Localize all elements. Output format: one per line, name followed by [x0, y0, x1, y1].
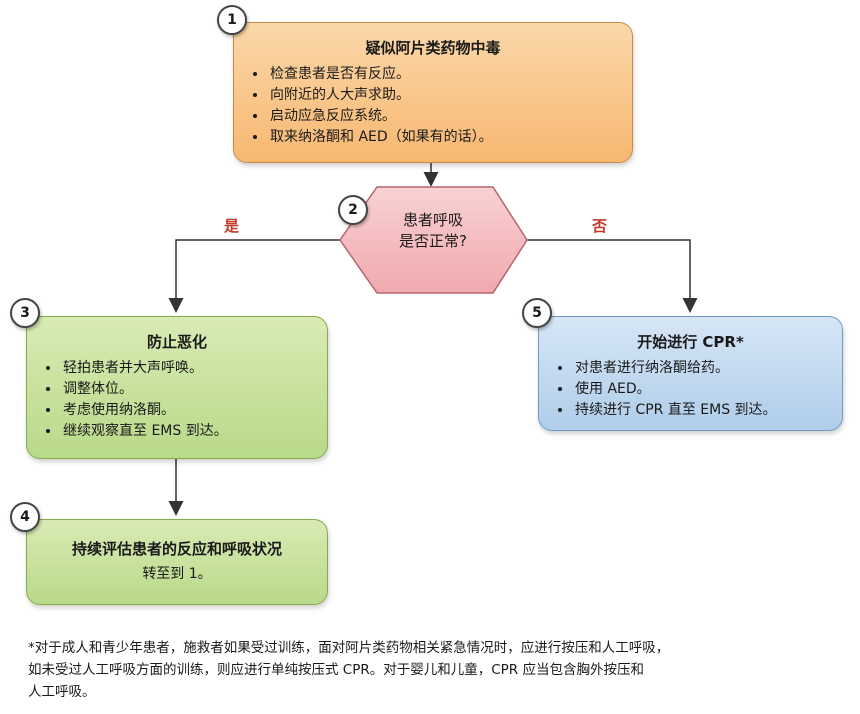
- step-3-list: 轻拍患者并大声呼唤。 调整体位。 考虑使用纳洛酮。 继续观察直至 EMS 到达。: [27, 358, 327, 442]
- step-1-box: 疑似阿片类药物中毒 检查患者是否有反应。 向附近的人大声求助。 启动应急反应系统…: [233, 22, 633, 163]
- list-item: 轻拍患者并大声呼唤。: [61, 358, 327, 379]
- step-3-title: 防止恶化: [146, 333, 207, 351]
- step-1-badge: 1: [217, 5, 247, 35]
- step-3-box: 防止恶化 轻拍患者并大声呼唤。 调整体位。 考虑使用纳洛酮。 继续观察直至 EM…: [26, 316, 328, 459]
- step-5-box: 开始进行 CPR* 对患者进行纳洛酮给药。 使用 AED。 持续进行 CPR 直…: [538, 316, 843, 431]
- step-4-box: 持续评估患者的反应和呼吸状况 转至到 1。: [26, 519, 328, 605]
- step-2-badge: 2: [338, 195, 368, 225]
- branch-no-label: 否: [592, 217, 608, 235]
- footnote-line: 如未受过人工呼吸方面的训练，则应进行单纯按压式 CPR。对于婴儿和儿童，CPR …: [28, 662, 644, 678]
- list-item: 取来纳洛酮和 AED（如果有的话）。: [268, 127, 632, 148]
- branch-yes-label: 是: [224, 217, 240, 235]
- list-item: 对患者进行纳洛酮给药。: [573, 358, 842, 379]
- decision-diamond: [339, 186, 528, 294]
- footnote-line: *对于成人和青少年患者，施救者如果受过训练，面对阿片类药物相关紧急情况时，应进行…: [28, 640, 670, 656]
- step-1-list: 检查患者是否有反应。 向附近的人大声求助。 启动应急反应系统。 取来纳洛酮和 A…: [234, 64, 632, 148]
- step-4-subtitle: 转至到 1。: [142, 566, 212, 582]
- footnote-line: 人工呼吸。: [28, 684, 96, 700]
- list-item: 向附近的人大声求助。: [268, 85, 632, 106]
- list-item: 持续进行 CPR 直至 EMS 到达。: [573, 400, 842, 421]
- step-3-badge: 3: [10, 298, 40, 328]
- step-4-title: 持续评估患者的反应和呼吸状况: [71, 540, 282, 558]
- list-item: 调整体位。: [61, 379, 327, 400]
- list-item: 继续观察直至 EMS 到达。: [61, 421, 327, 442]
- footnote: *对于成人和青少年患者，施救者如果受过训练，面对阿片类药物相关紧急情况时，应进行…: [28, 637, 838, 703]
- decision-question-line1: 患者呼吸: [402, 211, 463, 229]
- decision-question-line2: 是否正常?: [399, 232, 467, 250]
- step-5-list: 对患者进行纳洛酮给药。 使用 AED。 持续进行 CPR 直至 EMS 到达。: [539, 358, 842, 421]
- connector-2-5: [527, 239, 698, 313]
- connector-2-3: [168, 239, 340, 313]
- step-1-title: 疑似阿片类药物中毒: [365, 39, 501, 57]
- decision-question: 患者呼吸 是否正常?: [358, 210, 508, 252]
- step-4-badge: 4: [10, 502, 40, 532]
- step-5-title: 开始进行 CPR*: [637, 333, 744, 351]
- step-5-badge: 5: [522, 298, 552, 328]
- list-item: 考虑使用纳洛酮。: [61, 400, 327, 421]
- list-item: 启动应急反应系统。: [268, 106, 632, 127]
- list-item: 使用 AED。: [573, 379, 842, 400]
- list-item: 检查患者是否有反应。: [268, 64, 632, 85]
